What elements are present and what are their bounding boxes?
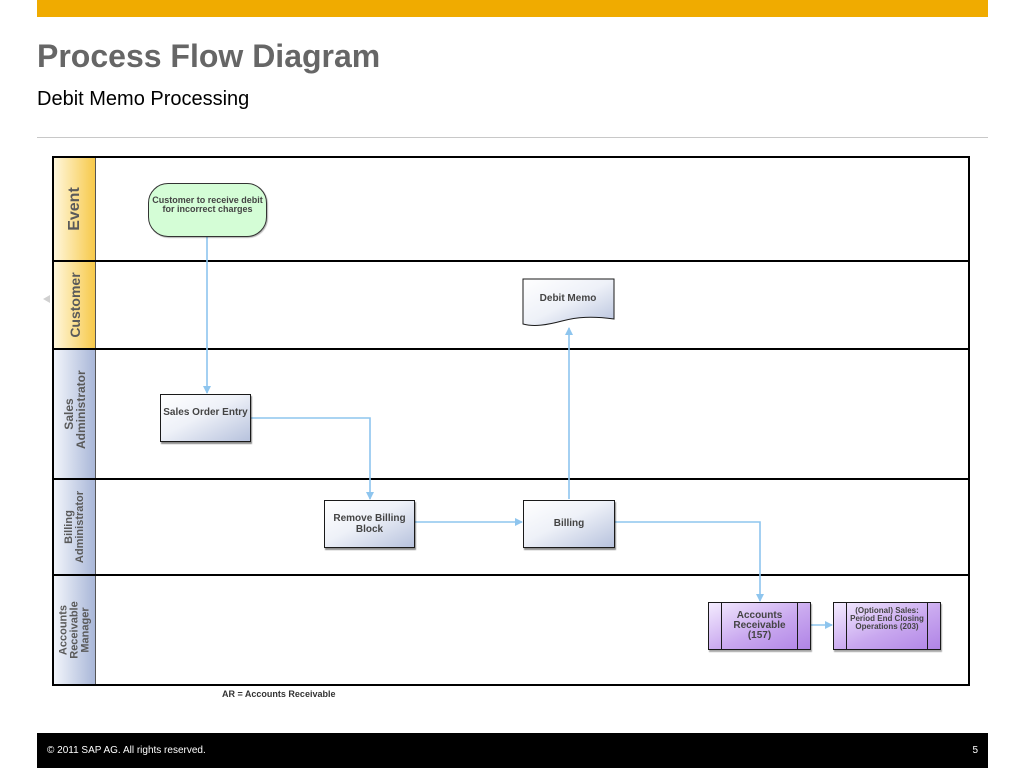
title-divider xyxy=(37,137,988,138)
accounts-receivable-label: Accounts Receivable (157) xyxy=(733,610,786,641)
connector-sales-order-to-remove-block xyxy=(251,417,374,500)
sales-order-entry-step[interactable]: Sales Order Entry xyxy=(160,394,251,442)
accent-bar xyxy=(37,0,988,17)
remove-billing-block-step[interactable]: Remove Billing Block xyxy=(324,500,415,548)
page-number: 5 xyxy=(972,745,978,756)
period-end-closing-label: (Optional) Sales: Period End Closing Ope… xyxy=(850,606,924,631)
accounts-receivable-subprocess[interactable]: Accounts Receivable (157) xyxy=(708,602,811,650)
debit-memo-document[interactable]: Debit Memo xyxy=(522,278,616,328)
document-shape-icon xyxy=(522,278,615,326)
lane-sales-administrator: Sales Administrator xyxy=(54,350,968,480)
lane-customer: Customer xyxy=(54,262,968,350)
period-end-closing-subprocess[interactable]: (Optional) Sales: Period End Closing Ope… xyxy=(833,602,941,650)
debit-memo-label: Debit Memo xyxy=(539,293,597,304)
page-title: Process Flow Diagram xyxy=(37,38,381,74)
connector-billing-to-ar xyxy=(615,521,764,602)
lane-event: Event xyxy=(54,158,968,262)
footer-bar: © 2011 SAP AG. All rights reserved. 5 xyxy=(37,733,988,768)
start-event[interactable]: Customer to receive debit for incorrect … xyxy=(148,183,267,237)
collapse-arrow-icon xyxy=(43,295,50,303)
billing-step[interactable]: Billing xyxy=(523,500,615,548)
copyright-text: © 2011 SAP AG. All rights reserved. xyxy=(47,745,206,756)
page-subtitle: Debit Memo Processing xyxy=(37,88,250,110)
legend-note: AR = Accounts Receivable xyxy=(222,689,336,699)
lane-accounts-receivable-manager: Accounts Receivable Manager xyxy=(54,576,968,684)
swimlane-diagram: Event Customer Sales Administrator Billi… xyxy=(52,156,970,686)
lane-billing-administrator: Billing Administrator xyxy=(54,480,968,576)
